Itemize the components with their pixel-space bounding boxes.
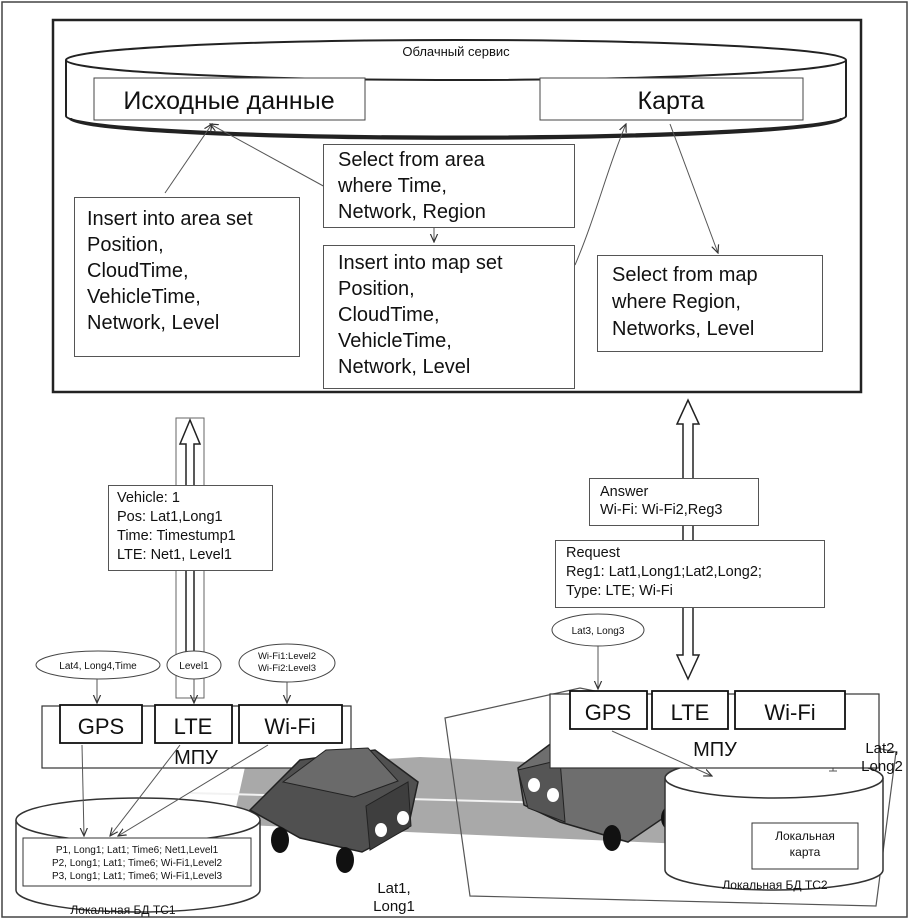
insert-map-box: Insert into map set Position, CloudTime,… [323,245,575,389]
mpu-unit-1-label: МПУ [174,747,218,769]
arrow-select-area-from-source [210,124,328,189]
wifi-module-2 [734,690,846,730]
wifi-module-1 [238,704,343,744]
mpu-unit-2-label: МПУ [693,739,737,761]
local-map-box [751,822,859,870]
arrow-wifi-to-db1 [118,744,269,836]
arrow-gps2-to-db2 [611,730,712,776]
car-1 [248,747,419,873]
answer-box: Answer Wi-Fi: Wi-Fi2,Reg3 [589,478,759,526]
gps-module-1 [59,704,143,744]
vehicle1-position-label: Lat1, Long1 [373,880,415,915]
source-data-label: Исходные данные [123,87,334,115]
db1-row-1: P1, Long1; Lat1; Time6; Net1,Level1 [56,845,219,856]
wifi-input-text: Wi-Fi1:Level2 Wi-Fi2:Level3 [257,651,317,674]
lte-module-1-label: LTE [174,714,213,739]
gps2-input-text: Lat3, Long3 [572,626,625,637]
select-area-box: Select from area where Time, Network, Re… [323,144,575,228]
gps-module-2 [569,690,648,730]
arrow-insert-map-to-map [574,124,626,266]
bidirectional-arrow-icon [675,398,701,681]
db1-label: Локальная БД ТС1 [70,903,175,917]
vehicle2-position-label: Lat2, Long2 [861,740,903,775]
wifi-module-2-label: Wi-Fi [764,700,815,725]
gps-module-1-label: GPS [78,714,124,739]
local-map-plane [444,687,897,907]
db1-row-2: P2, Long1; Lat1; Time6; Wi-Fi1,Level2 [52,858,223,869]
request-box: Request Reg1: Lat1,Long1;Lat2,Long2; Typ… [555,540,825,608]
db1-row-3: P3, Long1; Lat1; Time6; Wi-Fi1,Level3 [52,871,223,882]
vehicle2: Lat3, Long3 Локальная карта Локальная БД… [549,613,884,892]
lte-input-text: Level1 [179,661,209,672]
source-data-box [93,77,366,121]
lte-module-1 [154,704,233,744]
select-map-box: Select from map where Region, Networks, … [597,255,823,352]
arrow-gps-to-db1 [82,744,84,836]
local-map-line-1: Локальная [775,829,835,843]
db2-label: Локальная БД ТС2 [722,878,827,892]
wifi-module-1-label: Wi-Fi [264,714,315,739]
map-box [539,77,804,121]
gps-input-bubble [35,650,161,680]
db1-cylinder-top [15,797,261,843]
gps-input-text: Lat4, Long4,Time [59,661,137,672]
lte-module-2-label: LTE [671,700,710,725]
arrow-insert-area-to-source [164,124,212,194]
arrow-lte-to-db1 [110,744,181,836]
vehicle1-message-box: Vehicle: 1 Pos: Lat1,Long1 Time: Timestu… [108,485,273,571]
lte-module-2 [651,690,729,730]
local-map-line-2: карта [790,845,821,859]
db1-records-box [22,837,252,887]
gps-module-2-label: GPS [585,700,631,725]
vehicle1: Lat4, Long4,Time Level1 GPS LTE Wi-Fi МП… [15,643,352,917]
arrow-map-to-select-map [669,123,718,253]
map-label: Карта [638,87,705,115]
insert-area-box: Insert into area set Position, CloudTime… [74,197,300,357]
cloud-title: Облачный сервис [402,44,510,59]
